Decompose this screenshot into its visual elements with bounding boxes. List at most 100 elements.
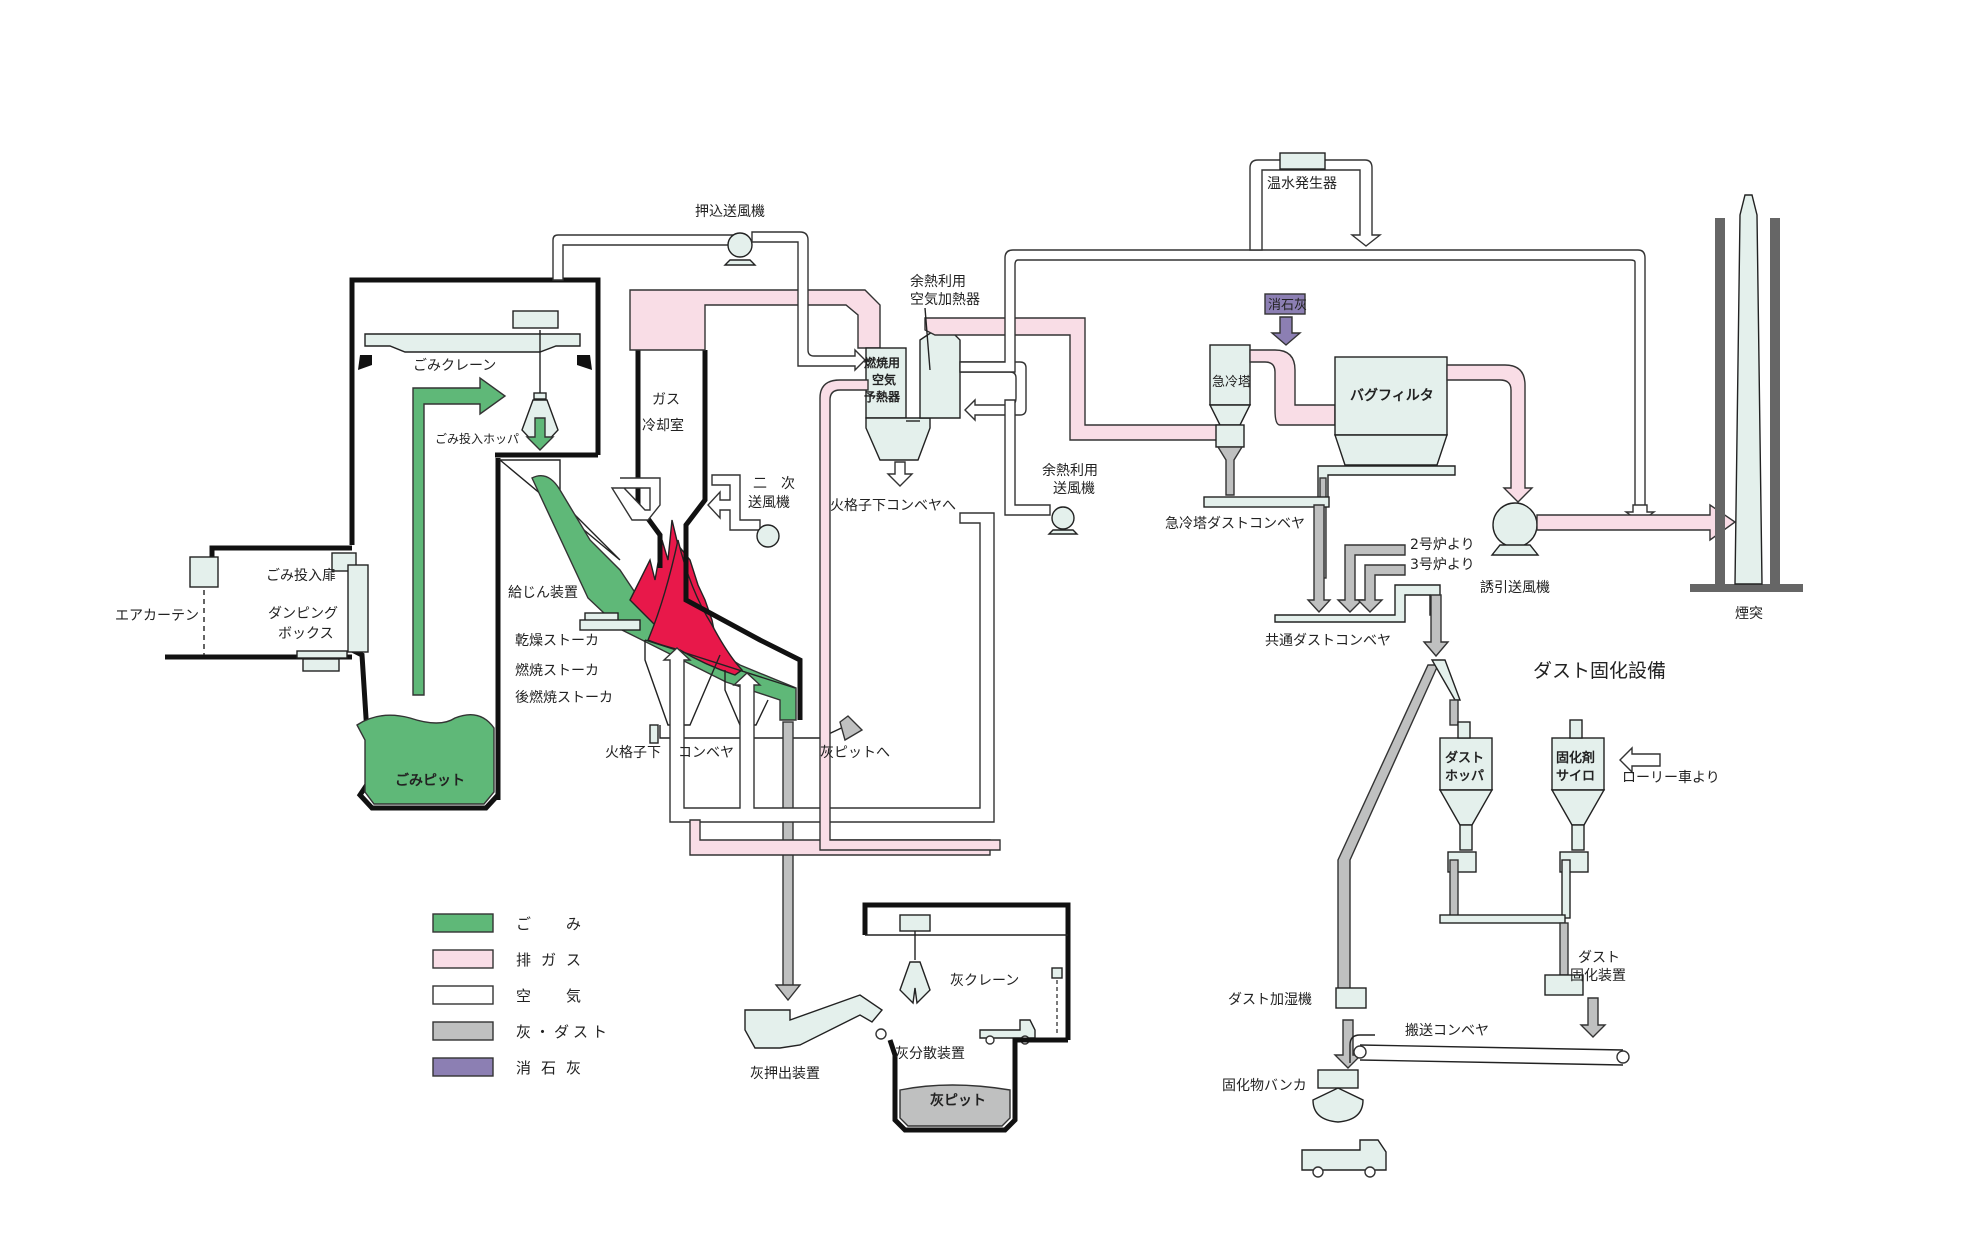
ash-pit-wall bbox=[887, 1037, 1068, 1133]
dust-solidification bbox=[1301, 659, 1661, 1178]
combustion-air-preheater bbox=[865, 347, 907, 419]
label-heater-2: 空気加熱器 bbox=[910, 292, 980, 308]
ash-spreader-roller bbox=[875, 1028, 887, 1040]
preheater-hopper bbox=[865, 417, 931, 461]
crane-trolley bbox=[512, 310, 559, 329]
ash-chute bbox=[782, 721, 794, 991]
gas-recirc-vertical bbox=[819, 379, 1001, 851]
legend-label-air: 空 気 bbox=[516, 987, 591, 1005]
waste-flow-arrow-down bbox=[525, 417, 555, 451]
exhaust-duct-to-quench bbox=[924, 317, 1231, 441]
solidifier-silo-cone bbox=[1550, 789, 1606, 826]
quench-dust-chute bbox=[1216, 446, 1244, 496]
building-roof-wall bbox=[349, 277, 601, 365]
slaked-lime-box bbox=[1264, 293, 1306, 315]
hot-water-generator bbox=[1279, 152, 1326, 170]
label-dust-solidification-facility: ダスト固化設備 bbox=[1533, 660, 1666, 682]
hot-water-system bbox=[1249, 152, 1383, 251]
crane-girder bbox=[364, 333, 581, 353]
secondary-fan bbox=[756, 524, 780, 548]
label-preheater-2: 空気 bbox=[872, 372, 896, 387]
common-dust-conveyor bbox=[1274, 584, 1441, 623]
under-grate-air-duct bbox=[662, 512, 995, 823]
label-waste-heat-fan-2: 送風機 bbox=[1053, 481, 1095, 497]
dust-hopper bbox=[1439, 737, 1493, 791]
waste-building bbox=[165, 277, 601, 811]
label-transport-conveyor: 搬送コンベヤ bbox=[1405, 1023, 1489, 1039]
legend-label-waste: ご み bbox=[516, 915, 591, 933]
label-waste-heat-fan-1: 余熱利用 bbox=[1042, 462, 1098, 479]
dust-arrow-1 bbox=[1306, 504, 1332, 614]
solidifier-silo-top bbox=[1569, 719, 1583, 739]
mixing-conveyor bbox=[1439, 914, 1566, 924]
conveyor-pusher bbox=[649, 724, 659, 744]
chimney-outer-right bbox=[1770, 218, 1780, 586]
label-grate-conveyor-2: コンベヤ bbox=[678, 745, 734, 761]
exhaust-duct-to-fan bbox=[1446, 364, 1534, 503]
push-air-duct bbox=[552, 234, 738, 281]
solidified-bunker bbox=[1312, 1087, 1364, 1123]
air-curtain-unit bbox=[189, 556, 219, 588]
quench-tower bbox=[1209, 344, 1251, 406]
ash-sensor bbox=[1051, 967, 1063, 979]
from-furnace-3-arrow bbox=[1356, 564, 1406, 613]
exhaust-duct-to-bagfilter bbox=[1249, 349, 1336, 426]
waste-heat-air-heater bbox=[919, 329, 961, 419]
label-preheater-3: 予熱器 bbox=[864, 389, 901, 404]
label-ash-extruder: 灰押出装置 bbox=[750, 1066, 820, 1082]
heater-leader-line bbox=[924, 307, 931, 371]
chimney-outer-left bbox=[1715, 218, 1725, 586]
label-common-dust-conveyor: 共通ダストコンベヤ bbox=[1265, 633, 1391, 649]
label-post-combustion-stoker: 後燃焼ストーカ bbox=[515, 689, 613, 706]
solidifier-drop-arrow bbox=[1579, 997, 1607, 1038]
quench-dust-conveyor bbox=[1203, 496, 1330, 508]
label-drying-stoker: 乾燥ストーカ bbox=[515, 633, 599, 649]
slaked-lime-arrow bbox=[1270, 316, 1302, 346]
label-bag-filter: バグフィルタ bbox=[1350, 387, 1434, 404]
label-ash-crane: 灰クレーン bbox=[950, 973, 1019, 989]
label-dust-solidifier-1: ダスト bbox=[1578, 950, 1620, 966]
to-ash-pit-arrow bbox=[839, 715, 864, 742]
ash-crane-trolley bbox=[899, 914, 931, 932]
dumping-box-plate bbox=[296, 650, 348, 659]
dust-feed-chute bbox=[1449, 859, 1459, 919]
label-to-ash-pit: 灰ピットへ bbox=[820, 745, 890, 761]
push-fan-base bbox=[723, 259, 757, 266]
induced-fan-base bbox=[1490, 544, 1540, 556]
dust-lift-head bbox=[1430, 659, 1462, 701]
furnace-exhaust-duct bbox=[629, 289, 881, 351]
quench-tower-base bbox=[1215, 424, 1245, 448]
label-chimney: 煙突 bbox=[1735, 606, 1763, 622]
ash-truck bbox=[979, 1019, 1036, 1039]
air-preheater-system bbox=[819, 249, 1657, 851]
dust-solidifier bbox=[1544, 974, 1584, 996]
label-from-furnace-3: 3号炉より bbox=[1410, 557, 1475, 573]
ash-grab-bucket bbox=[899, 961, 931, 1005]
label-secondary-fan-2: 送風機 bbox=[748, 495, 790, 511]
stoker-grate-line bbox=[644, 639, 796, 689]
label-from-lorry: ローリー車より bbox=[1622, 769, 1720, 786]
quench-tower-cone bbox=[1208, 404, 1252, 426]
dumping-box-base bbox=[302, 658, 340, 672]
legend-swatch-slaked-lime bbox=[432, 1057, 494, 1077]
legend: ご み 排ガス 空 気 灰・ダスト 消石灰 bbox=[432, 913, 611, 1077]
dust-hopper-top bbox=[1457, 721, 1471, 739]
waste-heat-fan-duct bbox=[1004, 399, 1051, 516]
label-gas-cooling-1: ガス bbox=[652, 392, 680, 408]
cooling-chamber-right-wall bbox=[683, 350, 803, 720]
dust-lift-drop bbox=[1449, 699, 1459, 726]
legend-label-ash-dust: 灰・ダスト bbox=[516, 1023, 611, 1041]
secondary-air-duct bbox=[707, 474, 761, 531]
label-waste-hopper: ごみ投入ホッパ bbox=[435, 431, 519, 446]
waste-heat-fan bbox=[1051, 506, 1075, 530]
dust-hopper-outlet bbox=[1459, 824, 1473, 851]
waste-flow-arrow-up bbox=[412, 376, 507, 696]
legend-label-slaked-lime: 消石灰 bbox=[516, 1059, 591, 1077]
dumping-box-roof bbox=[209, 545, 352, 562]
label-dumping-box-1: ダンピング bbox=[268, 606, 338, 622]
conveyor-discharge-arrow bbox=[1349, 1034, 1375, 1063]
label-solidified-bunker: 固化物バンカ bbox=[1222, 1078, 1307, 1094]
bag-filter bbox=[1334, 356, 1448, 436]
secondary-air-inlet-left bbox=[610, 477, 661, 521]
label-feeder: 給じん装置 bbox=[508, 585, 578, 601]
